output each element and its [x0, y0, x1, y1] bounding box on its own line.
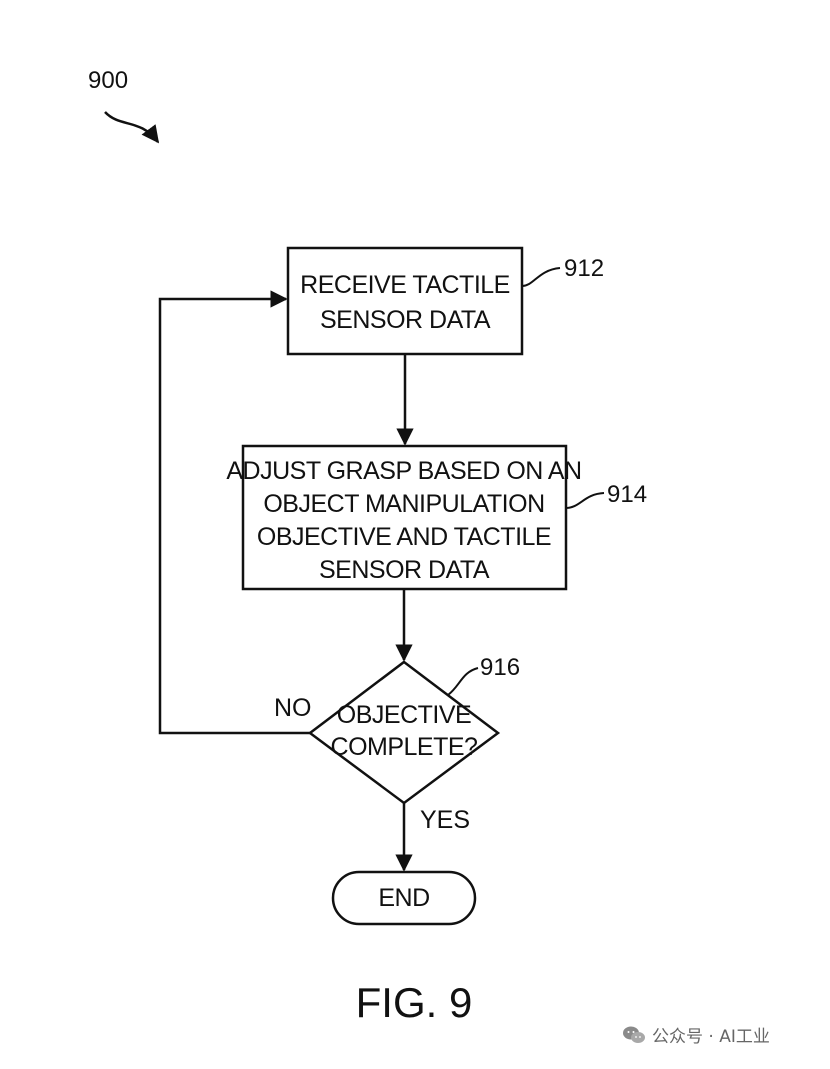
ref-leader-912 [521, 267, 561, 287]
process-adjust-line-4: SENSOR DATA [319, 556, 490, 584]
process-adjust-line-3: OBJECTIVE AND TACTILE [257, 523, 551, 551]
ref-label-914: 914 [607, 481, 647, 508]
process-box-receive [286, 246, 524, 356]
edge-label-no: NO [274, 694, 312, 722]
figure-ref-label: 900 [88, 67, 128, 94]
ref-label-916: 916 [480, 654, 520, 681]
terminal-end [331, 870, 477, 926]
watermark-text: 公众号 · AI工业 [652, 1027, 770, 1047]
figure-caption: FIG. 9 [356, 979, 473, 1026]
arrow-no-loop [158, 290, 310, 735]
decision-line-1: OBJECTIVE [337, 701, 471, 729]
figure-ref-arrow [104, 111, 160, 144]
process-receive-line-2: SENSOR DATA [320, 306, 491, 334]
decision-line-2: COMPLETE? [331, 733, 478, 761]
edge-label-yes: YES [420, 806, 470, 834]
ref-leader-914 [565, 492, 605, 509]
terminal-end-label: END [378, 884, 429, 912]
ref-label-912: 912 [564, 255, 604, 282]
process-adjust-line-1: ADJUST GRASP BASED ON AN [226, 457, 581, 485]
process-adjust-line-2: OBJECT MANIPULATION [263, 490, 544, 518]
watermark: 公众号 · AI工业 [622, 1022, 770, 1047]
wechat-icon [623, 1026, 645, 1043]
process-receive-line-1: RECEIVE TACTILE [300, 271, 510, 299]
ref-leader-916 [447, 667, 479, 696]
